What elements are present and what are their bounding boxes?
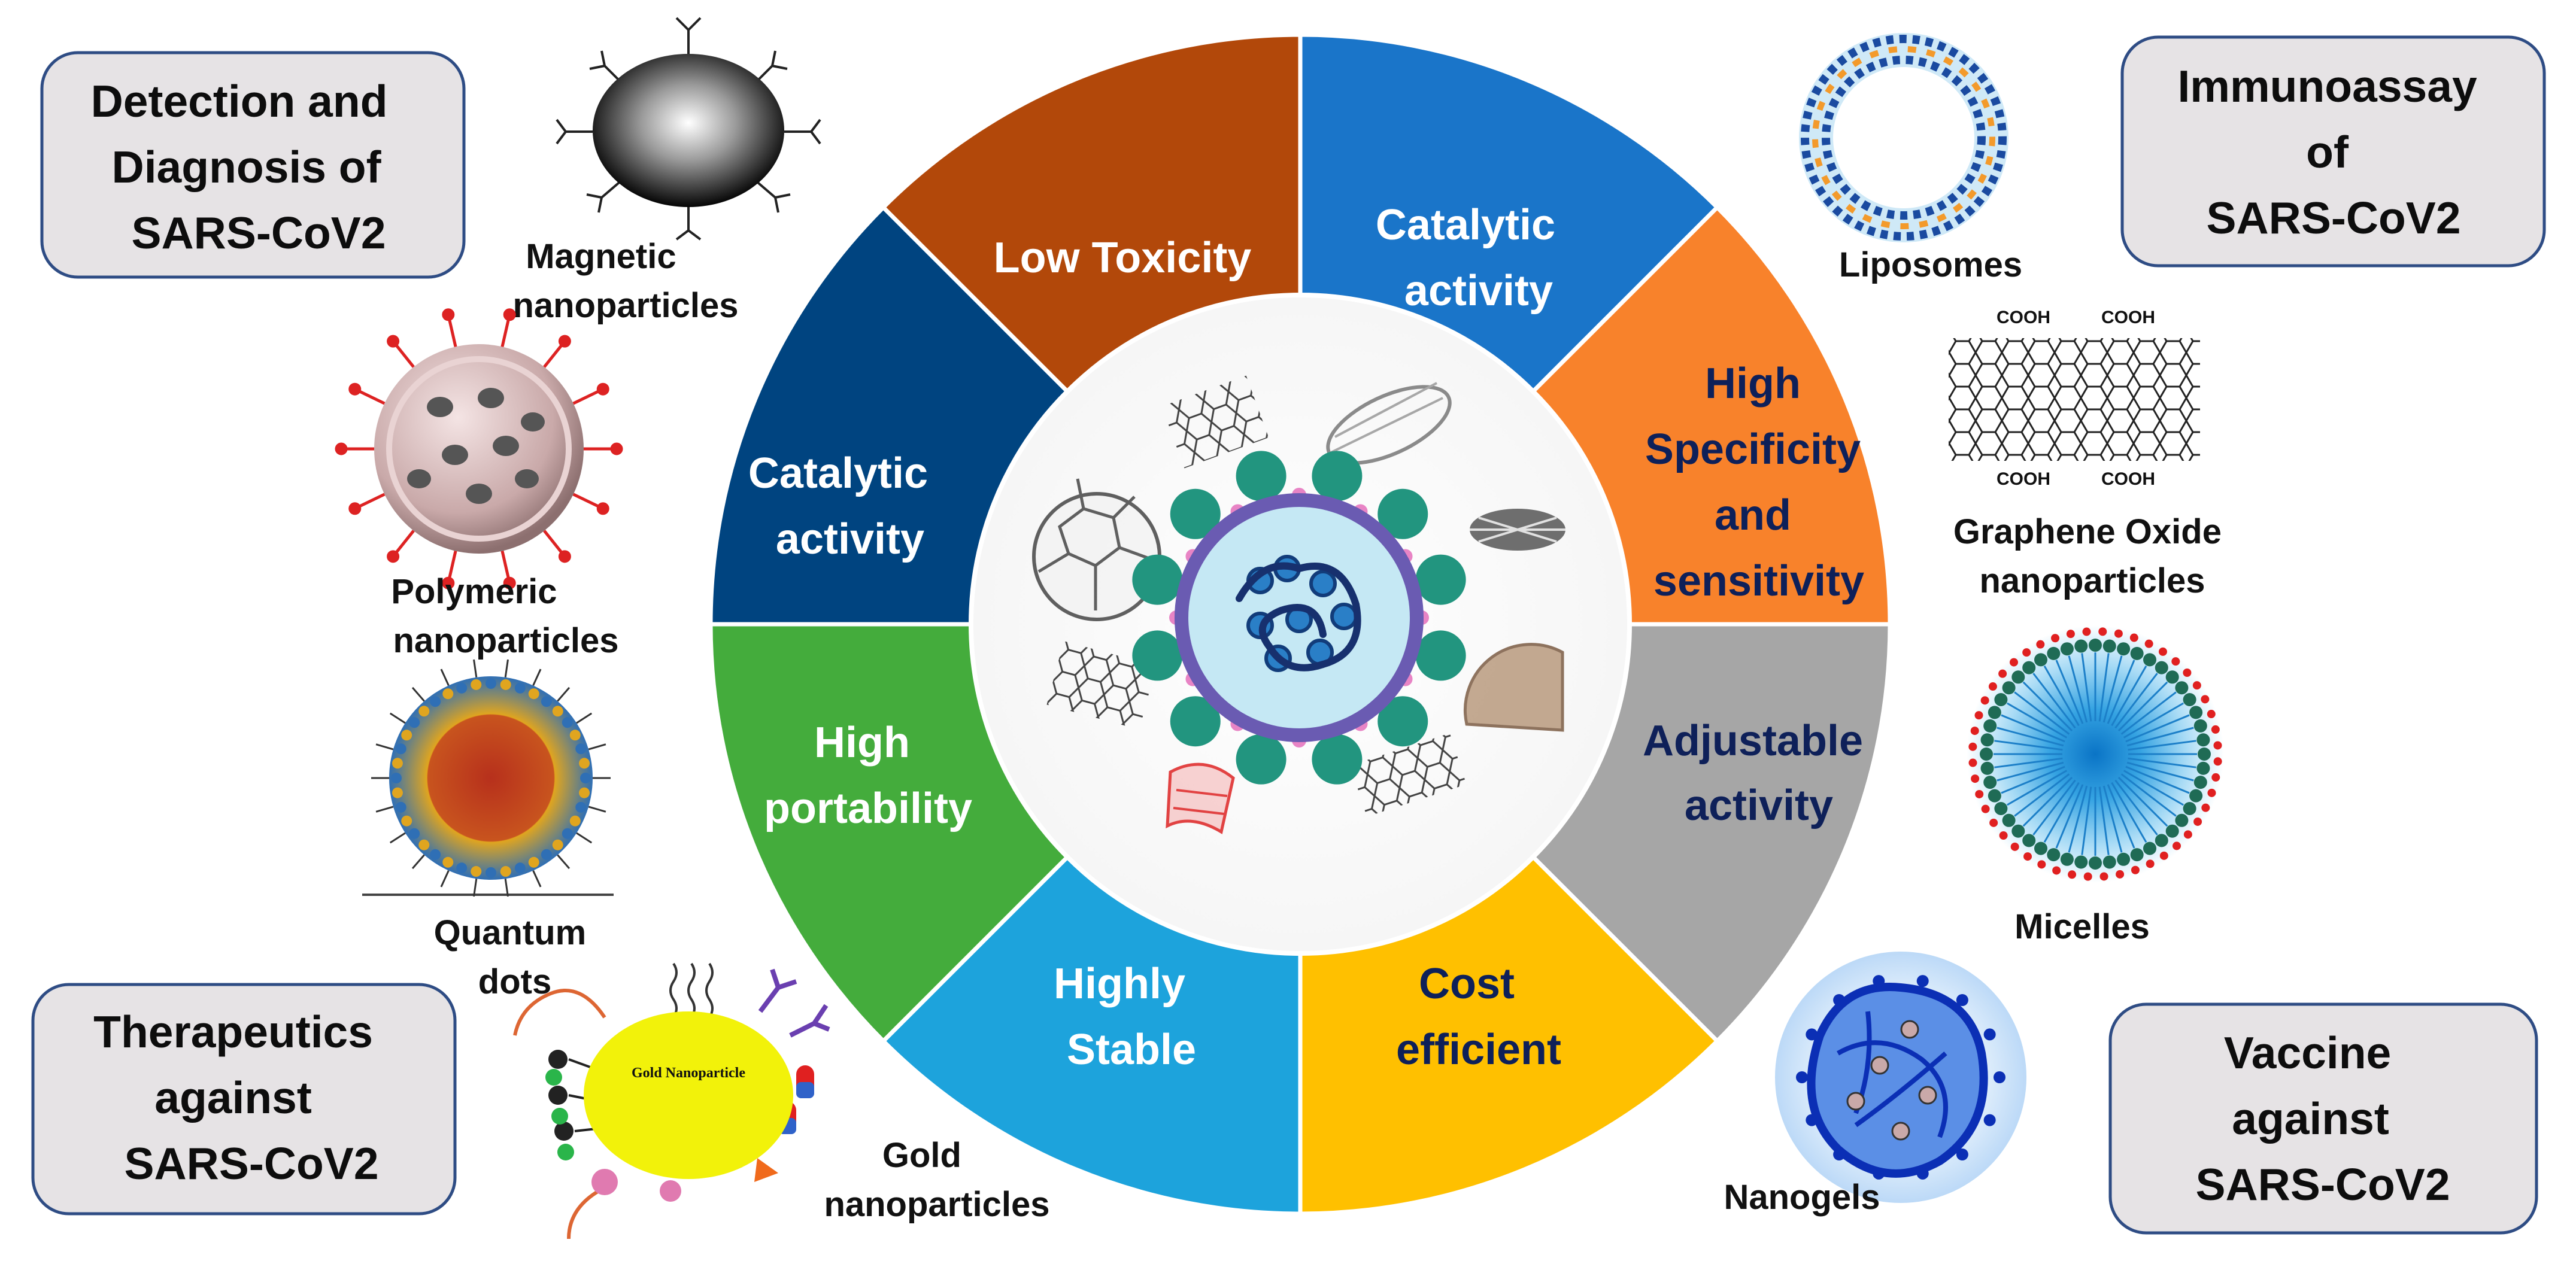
segment-label-adjustable-activity: Adjustable activity (1643, 717, 1875, 830)
liposome-icon (1799, 33, 2008, 242)
immunoassay-box: Immunoassay of SARS-CoV2 (2120, 35, 2546, 268)
quantum-dot-icon (362, 659, 614, 897)
nanogel-icon (1775, 952, 2026, 1203)
graphene-oxide-label: Graphene Oxide nanoparticles (1953, 512, 2231, 600)
property-wheel (708, 32, 1892, 1216)
segment-label-low-toxicity: Low Toxicity (994, 234, 1252, 282)
svg-text:COOH: COOH (2101, 469, 2155, 489)
nanohorn-icon (1470, 509, 1565, 551)
polymeric-nanoparticle-icon (335, 308, 623, 590)
micelle-icon (1967, 625, 2224, 883)
magnetic-nanoparticles-label: Magnetic nanoparticles (512, 237, 738, 325)
liposomes-label: Liposomes (1839, 245, 2022, 284)
segment-label-catalytic-activity-right: Catalytic activity (1376, 201, 1567, 315)
micelles-label: Micelles (2014, 907, 2150, 946)
magnetic-nanoparticle-icon (556, 17, 821, 241)
virus-icon (1132, 451, 1466, 785)
svg-text:Immunoassay of SAR: Immunoassay of SARS-CoV2 (2177, 61, 2489, 243)
graphene-oxide-icon: COOH COOH COOH COOH (1949, 308, 2200, 489)
therapeutics-box: Therapeutics against SARS-CoV2 (31, 983, 457, 1216)
nanocone-icon (1464, 643, 1564, 732)
segment-label-highly-stable: Highly Stable (1054, 960, 1197, 1074)
gold-nanoparticle-core-label: Gold Nanoparticle (632, 1065, 745, 1081)
segment-label-catalytic-activity-left: Catalytic activity (748, 449, 940, 563)
red-nanotube-icon (1166, 762, 1235, 834)
svg-text:Detection and Diagnosis: Detection and Diagnosis of SARS-CoV2 (91, 76, 400, 258)
graphene-sheet-icon (1161, 375, 1269, 469)
svg-text:COOH: COOH (2101, 308, 2155, 327)
segment-label-cost-efficient: Cost efficient (1396, 960, 1561, 1074)
svg-text:Vaccine against SA: Vaccine against SARS-CoV2 (2195, 1028, 2450, 1210)
svg-text:COOH: COOH (1997, 308, 2050, 327)
detection-diagnosis-box: Detection and Diagnosis of SARS-CoV2 (40, 51, 466, 279)
nanogels-label: Nanogels (1724, 1178, 1880, 1217)
segment-label-high-portability: High portability (764, 719, 972, 832)
vaccine-box: Vaccine against SARS-CoV2 (2108, 1002, 2538, 1235)
quantum-dots-label: Quantum dots (434, 913, 596, 1001)
graphene-flake-icon (1046, 641, 1157, 730)
gold-nanoparticles-label: Gold nanoparticles (824, 1136, 1049, 1224)
virus-with-nanomaterials-icon (969, 293, 1632, 956)
svg-text:COOH: COOH (1997, 469, 2050, 489)
segment-label-high-specificity: High Specificity and sensitivity (1645, 360, 1873, 605)
gold-nanoparticle-icon: Gold Nanoparticle (513, 962, 830, 1239)
polymeric-nanoparticles-label: Polymeric nanoparticles (391, 572, 618, 660)
svg-text:Therapeutics against: Therapeutics against SARS-CoV2 (93, 1007, 386, 1189)
graphene-ribbon-icon (1350, 733, 1467, 817)
